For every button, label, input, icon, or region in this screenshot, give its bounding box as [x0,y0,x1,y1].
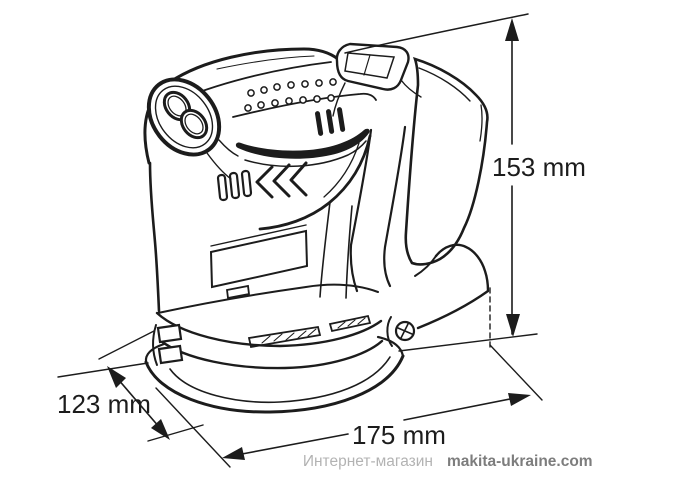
phillips-screw [386,316,416,347]
sander-body [148,161,379,314]
dust-bag-hook [414,243,490,330]
clamp-ring [152,311,384,370]
dimension-height-label: 153 mm [492,152,586,182]
dot-grid [244,78,337,112]
dimension-length-label: 175 mm [352,420,446,450]
footer: Интернет-магазин makita-ukraine.com [303,453,593,470]
ground-line [57,333,538,378]
footer-site-label: makita-ukraine.com [447,453,593,470]
footer-store-label: Интернет-магазин [303,453,433,470]
power-switch [335,42,410,91]
handle-neck [349,125,407,293]
dimension-length: 175 mm [155,344,543,468]
sander-head [143,47,377,180]
body-button [226,284,250,300]
air-slots-upper [315,107,346,136]
dimension-pad-diameter-label: 123 mm [57,389,151,419]
dimension-pad-diameter: 123 mm [57,330,204,442]
front-vents [146,77,222,157]
chevron-pattern [255,161,308,199]
grip-swoosh [235,128,372,231]
dimension-height: 153 mm [344,13,586,349]
air-slots-lower [216,169,253,202]
sanding-pad [144,335,405,414]
battery-pack [400,57,489,266]
